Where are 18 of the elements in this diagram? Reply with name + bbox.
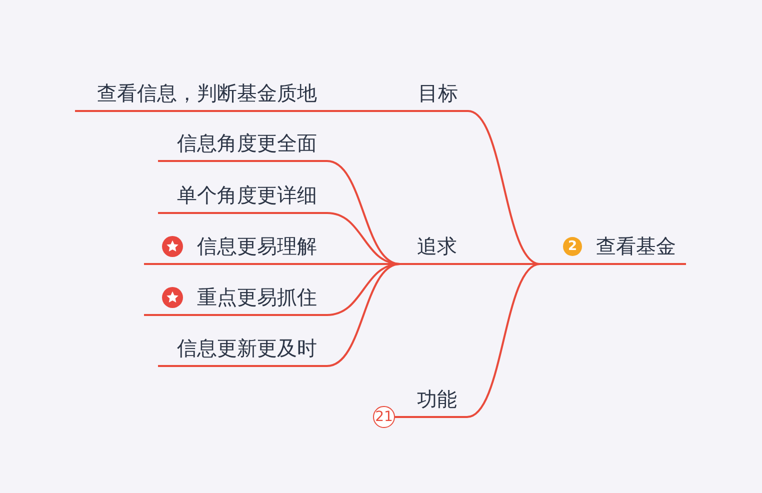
topic-text: 单个角度更详细 (177, 183, 317, 207)
connector-line (326, 160, 400, 265)
topic-text: 信息更新更及时 (177, 336, 317, 360)
connector-line (327, 110, 405, 112)
topic-text: 信息更易理解 (197, 234, 317, 258)
connector-line (466, 263, 540, 418)
priority-number: 2 (563, 236, 582, 256)
connector-line (326, 263, 400, 367)
topic-text: 重点更易抓住 (197, 285, 317, 309)
connector-line (468, 110, 540, 265)
topic-text: 追求 (417, 234, 457, 258)
topic-text: 功能 (417, 387, 457, 411)
topic-text: 查看信息，判断基金质地 (97, 81, 317, 105)
topic-text: 目标 (418, 81, 458, 105)
collapsed-count: 21 (373, 406, 395, 428)
connector-line (467, 263, 540, 265)
topic-text: 信息角度更全面 (177, 131, 317, 155)
topic-text: 查看基金 (596, 234, 676, 258)
